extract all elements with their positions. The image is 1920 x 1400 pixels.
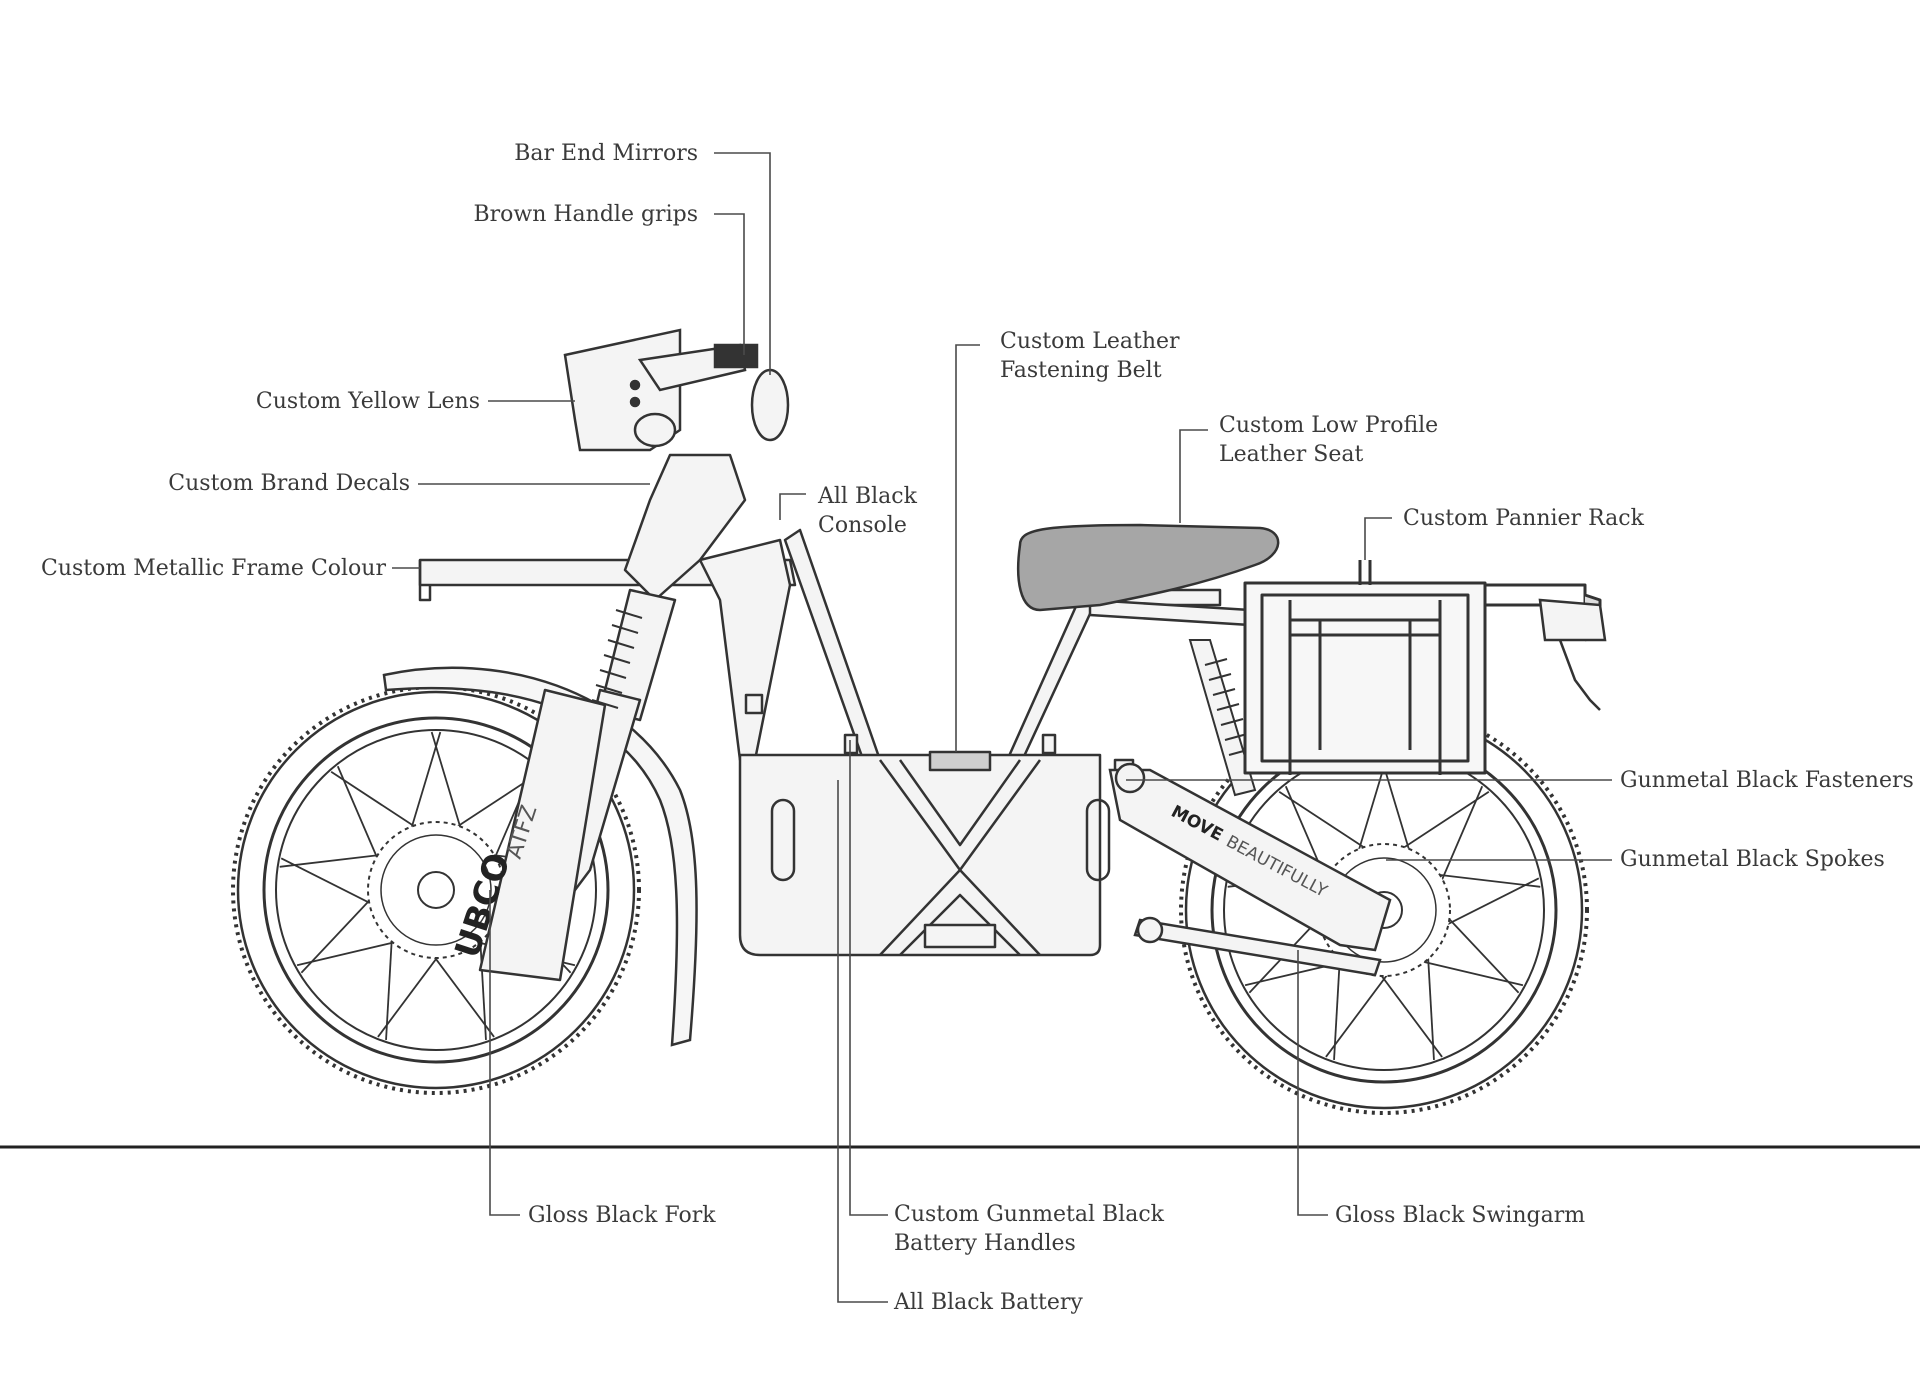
label-custom-pannier-rack-line: Custom Pannier Rack [1403,506,1644,531]
label-custom-low-profile-leather-seat-line-1: Custom Low Profile [1219,413,1439,438]
label-all-black-battery: All Black Battery [894,1288,1083,1317]
label-custom-leather-fastening-belt-line-1: Custom Leather [1000,329,1180,354]
label-all-black-battery-line: All Black Battery [894,1290,1083,1315]
label-all-black-console: All Black Console [818,482,917,540]
label-gloss-black-swingarm-line: Gloss Black Swingarm [1335,1203,1586,1228]
label-all-black-console-line-1: All Black [818,484,917,509]
label-all-black-console-line-2: Console [818,513,907,538]
swingarm [1108,762,1392,977]
label-gloss-black-fork: Gloss Black Fork [528,1201,716,1230]
label-gunmetal-black-fasteners-line: Gunmetal Black Fasteners [1620,768,1914,793]
rear-shock [1188,639,1257,797]
label-custom-low-profile-leather-seat-line-2: Leather Seat [1219,442,1364,467]
fork-gaiter [591,609,643,709]
label-bar-end-mirrors-line: Bar End Mirrors [514,141,698,166]
leader-lines [392,152,1612,1303]
label-brown-handle-grips: Brown Handle grips [473,200,698,229]
label-custom-leather-fastening-belt: Custom Leather Fastening Belt [1000,327,1180,385]
label-custom-gunmetal-black-battery-handles: Custom Gunmetal Black Battery Handles [894,1200,1164,1258]
label-gloss-black-swingarm: Gloss Black Swingarm [1335,1201,1585,1230]
seat [1016,523,1280,612]
label-gunmetal-black-fasteners: Gunmetal Black Fasteners [1620,766,1914,795]
label-custom-metallic-frame-colour-line: Custom Metallic Frame Colour [41,556,386,581]
label-custom-gunmetal-black-battery-handles-line-2: Battery Handles [894,1231,1076,1256]
label-custom-brand-decals-line: Custom Brand Decals [168,471,410,496]
tail-light [1538,598,1607,711]
label-custom-yellow-lens: Custom Yellow Lens [256,387,480,416]
pannier-rack [1243,560,1602,775]
label-custom-yellow-lens-line: Custom Yellow Lens [255,389,480,414]
label-gloss-black-fork-line: Gloss Black Fork [528,1203,716,1228]
label-custom-low-profile-leather-seat: Custom Low Profile Leather Seat [1219,411,1438,469]
label-custom-gunmetal-black-battery-handles-line-1: Custom Gunmetal Black [894,1202,1164,1227]
label-custom-brand-decals: Custom Brand Decals [168,469,410,498]
label-brown-handle-grips-line: Brown Handle grips [473,202,698,227]
label-bar-end-mirrors: Bar End Mirrors [514,139,698,168]
frame [418,453,1252,957]
label-gunmetal-black-spokes-line: Gunmetal Black Spokes [1620,847,1885,872]
label-gunmetal-black-spokes: Gunmetal Black Spokes [1620,845,1885,874]
label-custom-leather-fastening-belt-line-2: Fastening Belt [1000,358,1162,383]
label-custom-metallic-frame-colour: Custom Metallic Frame Colour [41,554,386,583]
handlebar [633,343,790,448]
label-custom-pannier-rack: Custom Pannier Rack [1403,504,1644,533]
front-fork [478,588,677,982]
